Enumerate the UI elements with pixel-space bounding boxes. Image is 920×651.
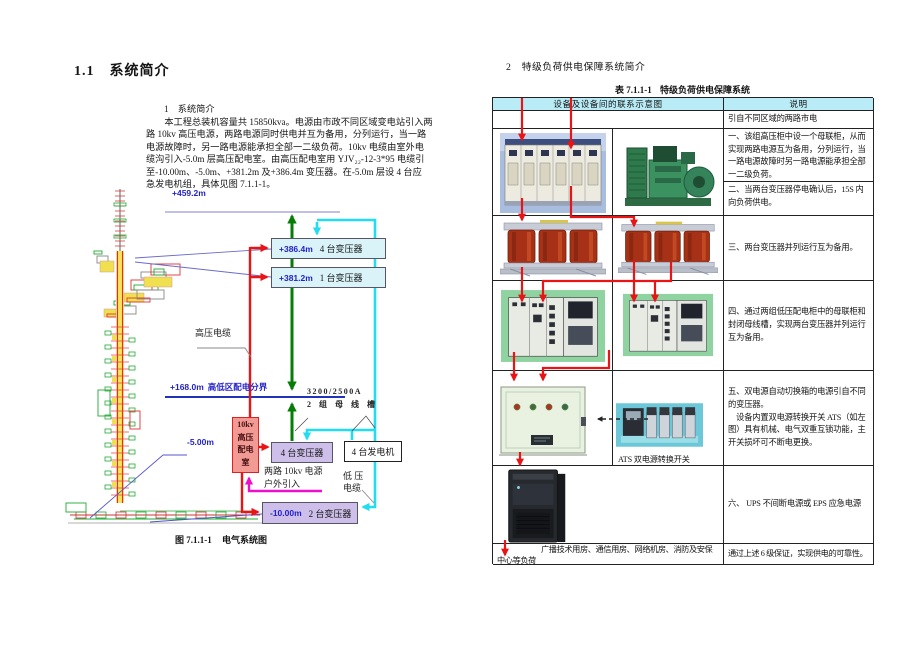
lv-switchgear-photo — [623, 293, 713, 357]
desc-item-3: 三、两台变压器并列运行互为备用。 — [724, 216, 874, 281]
paragraph-line: 路 10kv 高压电源，两路电源同时供电并互为备用，分列运行，当一路 — [146, 129, 427, 139]
diesel-generator-photo — [619, 134, 717, 212]
ats-switch-photo — [616, 403, 703, 447]
transformer-381-label: 1 台变压器 — [319, 273, 363, 283]
pointer-line — [134, 261, 272, 278]
elev-minus5-label: -5.00m — [187, 437, 214, 447]
hv-room-line: 室 — [241, 457, 250, 467]
two-routes-label-2: 户外引入 — [264, 479, 301, 489]
paragraph-line: 缆沟引入-5.0m 层高压配电室。由高压配电室用 YJV₂₂-12-3*95 电… — [146, 154, 425, 164]
left-section-title: 1.1 系统简介 — [74, 64, 170, 79]
elev-168-value: +168.0m — [170, 382, 204, 392]
conclusion-text: 通过上述 6 级保证，实现供电的可靠性。 — [724, 544, 874, 565]
right-section-title: 2 特级负荷供电保障系统简介 — [506, 62, 646, 73]
table-caption: 表 7.1.1-1 特级负荷供电保障系统 — [492, 83, 873, 96]
dry-transformer-photo — [618, 221, 718, 277]
elev-459-label: +459.2m — [172, 188, 206, 198]
ats-switch-photo-cell: ATS 双电源转换开关 — [613, 371, 724, 466]
hv-cable-label: 高压电缆 — [195, 328, 232, 338]
lv-cable-branch — [302, 428, 375, 441]
desc-item-2: 二、当两台变压器停电确认后，15S 内向负荷供电。 — [724, 182, 874, 216]
transformer-386-label: 4 台变压器 — [319, 244, 363, 254]
busbar-count-label: 2 组 母 线 槽 — [307, 400, 378, 409]
desc-item-4: 四、通过两组低压配电柜中的母联柜和封闭母线槽，实现两台变压器并列运行互为备用。 — [724, 281, 874, 371]
hv-to-minus10 — [240, 473, 260, 517]
callout-line — [351, 415, 376, 432]
generators-4-box: 4 台发电机 — [344, 441, 402, 462]
desc-city-power: 引自不同区域的两路市电 — [724, 111, 874, 129]
pointer-line — [89, 454, 164, 519]
paragraph-line: 急发电机组，具体见图 7.1.1-1。 — [146, 179, 276, 189]
transformer-photo-right-cell — [613, 216, 724, 281]
transformer-381-box: +381.2m 1 台变压器 — [271, 267, 386, 288]
elev-168-label: +168.0m 高低区配电分界 — [170, 377, 267, 395]
tower-elevation-drawing — [65, 189, 288, 524]
elev-386-value: +386.4m — [279, 243, 313, 254]
ats-switch-caption: ATS 双电源转换开关 — [618, 454, 690, 464]
hv-switchgear-photo — [499, 133, 606, 213]
elev-381-value: +381.2m — [279, 272, 313, 283]
lv-switchgear-photo — [500, 290, 605, 362]
electrical-system-diagram: +459.2m +168.0m 高低区配电分界 3200/2500A 2 组 母… — [60, 185, 460, 563]
hv-room-line: 配电 — [237, 445, 254, 454]
desc-item-5-p2: 设备内置双电源转换开关 ATS（如左图）具有机械、电气双重互锁功能，主开关损坏可… — [728, 412, 866, 448]
ups-photo — [508, 469, 566, 543]
hv-distribution-room-box: 10kv 高压 配电 室 — [232, 417, 259, 473]
figure-caption: 图 7.1.1-1 电气系统图 — [175, 533, 267, 546]
elev-minus10-value: -10.00m — [270, 508, 302, 518]
elev-168-text: 高低区配电分界 — [207, 382, 268, 392]
paragraph-line: 电源故障时，另一路电源能承担全部一二级负荷。10kv 电缆由室外电 — [146, 141, 424, 152]
hv-room-line: 10kv — [237, 420, 254, 429]
figure-title: 电气系统图 — [222, 535, 268, 545]
table-title: 特级负荷供电保障系统 — [659, 85, 750, 95]
table-number: 表 7.1.1-1 — [614, 85, 652, 95]
diesel-generator-photo-cell — [613, 129, 724, 216]
transformer-photo-left-cell — [493, 216, 613, 281]
desc-item-1: 一、该组高压柜中设一个母联柜，从而实现两路电源互为备用，分列运行，当一路电源故障… — [724, 129, 874, 182]
callout-line — [197, 347, 252, 358]
ats-cabinet-photo — [499, 386, 587, 456]
transformer-minus10-box: -10.00m 2 台变压器 — [262, 502, 358, 524]
lv-switchgear-photo-left-cell — [493, 281, 613, 371]
hv-room-line: 高压 — [237, 432, 254, 442]
table-header-description: 说明 — [724, 98, 874, 111]
lv-cable-label-2: 电缆 — [343, 483, 362, 493]
load-list-text: 广播技术用房、通信用房、网络机房、消防及安保中心等负荷 — [493, 544, 724, 565]
dry-transformer-photo — [499, 220, 606, 278]
two-routes-label-1: 两路 10kv 电源 — [264, 466, 323, 476]
desc-item-5: 五、双电源自动切换箱的电源引自不同的变压器。 设备内置双电源转换开关 ATS（如… — [724, 371, 874, 466]
transformer-minus10-label: 2 台变压器 — [308, 508, 352, 519]
callout-line — [294, 417, 309, 432]
pointer-line — [134, 248, 272, 259]
power-supply-table: 设备及设备间的联系示意图 说明 引自不同区域的两路市电 — [492, 97, 874, 565]
hv-switchgear-photo-cell — [493, 129, 613, 216]
ats-cabinet-photo-cell — [493, 371, 613, 466]
paragraph-heading: 1 系统简介 — [164, 104, 215, 114]
table-header-schematic: 设备及设备间的联系示意图 — [493, 98, 724, 111]
busbar-rating-label: 3200/2500A — [307, 387, 362, 396]
figure-number: 图 7.1.1-1 — [175, 535, 212, 545]
lv-switchgear-photo-right-cell — [613, 281, 724, 371]
pointer-line — [149, 513, 263, 523]
utility-feeder-line — [244, 476, 322, 493]
callout-line — [361, 489, 375, 504]
paragraph-line: 至-10.00m、-5.0m、+381.2m 及+386.4m 变压器。在-5.… — [146, 166, 422, 177]
diagram-lines — [65, 189, 377, 524]
desc-item-6: 六、 UPS 不间断电源或 EPS 应急电源 — [724, 466, 874, 544]
lv-cable-label-1: 低 压 — [343, 471, 364, 481]
ups-photo-cell — [493, 466, 724, 544]
lv-cable-riser — [317, 218, 377, 512]
transformers-4-box: 4 台变压器 — [271, 442, 333, 463]
paragraph-line: 本工程总装机容量共 15850kva。电源由市政不同区域变电站引入两 — [146, 116, 433, 127]
transformer-386-box: +386.4m 4 台变压器 — [271, 238, 386, 259]
intro-paragraph: 1 系统简介 本工程总装机容量共 15850kva。电源由市政不同区域变电站引入… — [146, 103, 464, 191]
empty-cell — [493, 111, 724, 129]
desc-item-5-p1: 五、双电源自动切换箱的电源引自不同的变压器。 — [728, 387, 866, 409]
